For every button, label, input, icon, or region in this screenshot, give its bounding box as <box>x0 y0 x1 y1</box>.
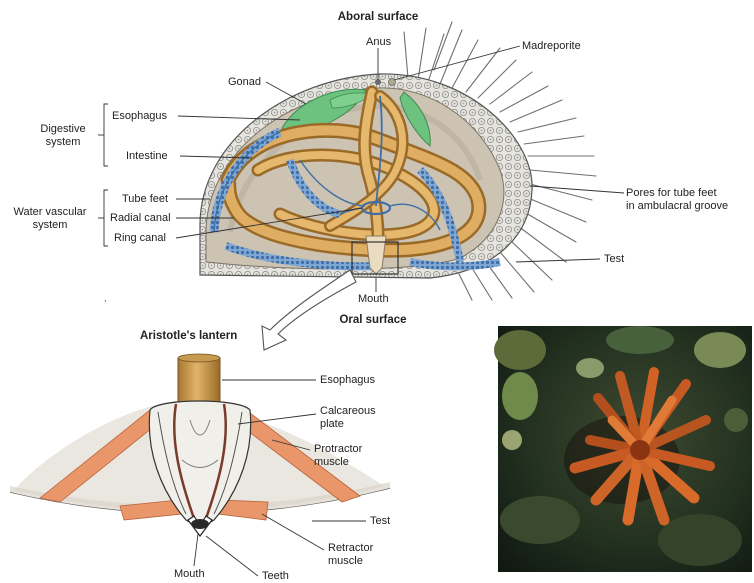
protractor-line-2: muscle <box>314 456 349 468</box>
gonad-label: Gonad <box>228 76 261 89</box>
system-brackets <box>98 104 108 246</box>
test-label-lantern: Test <box>370 515 390 528</box>
tube-feet-label: Tube feet <box>122 193 168 206</box>
protractor-line-1: Protractor <box>314 443 362 455</box>
calcareous-line-2: plate <box>320 418 344 430</box>
mouth-label-lantern: Mouth <box>174 568 205 581</box>
intestine-label: Intestine <box>126 150 168 163</box>
calcareous-line-1: Calcareous <box>320 405 376 417</box>
aboral-surface-title: Aboral surface <box>322 11 434 24</box>
retractor-line-2: muscle <box>328 555 363 567</box>
pores-line-2: in ambulacral groove <box>626 200 728 212</box>
digestive-system-line-1: Digestive <box>40 123 85 135</box>
pores-label: Pores for tube feet in ambulacral groove <box>626 187 728 213</box>
calcareous-plate-label: Calcareous plate <box>320 405 376 431</box>
zoom-arrow <box>262 270 356 350</box>
pores-line-1: Pores for tube feet <box>626 187 717 199</box>
teeth-label: Teeth <box>262 570 289 583</box>
anus-label: Anus <box>366 36 391 49</box>
svg-text:,: , <box>104 293 107 303</box>
water-vascular-line-1: Water vascular <box>14 206 87 218</box>
esophagus-label: Esophagus <box>112 110 167 123</box>
water-vascular-system-label: Water vascular system <box>4 206 96 232</box>
lantern-esophagus-label: Esophagus <box>320 374 375 387</box>
caption-strip <box>498 574 752 582</box>
aristotles-lantern-title: Aristotle's lantern <box>140 330 237 343</box>
mouth-label-top: Mouth <box>358 293 389 306</box>
water-vascular-line-2: system <box>33 219 68 231</box>
ring-canal-label: Ring canal <box>114 232 166 245</box>
retractor-line-1: Retractor <box>328 542 373 554</box>
digestive-system-label: Digestive system <box>30 123 96 149</box>
urchin-cutaway-illustration <box>200 22 596 300</box>
urchin-photo <box>494 326 752 572</box>
protractor-muscle-label: Protractor muscle <box>314 443 362 469</box>
retractor-muscle-label: Retractor muscle <box>328 542 373 568</box>
madreporite-label: Madreporite <box>522 40 581 53</box>
digestive-system-line-2: system <box>46 136 81 148</box>
radial-canal-label: Radial canal <box>110 212 171 225</box>
oral-surface-title: Oral surface <box>318 314 428 327</box>
test-label-top: Test <box>604 253 624 266</box>
